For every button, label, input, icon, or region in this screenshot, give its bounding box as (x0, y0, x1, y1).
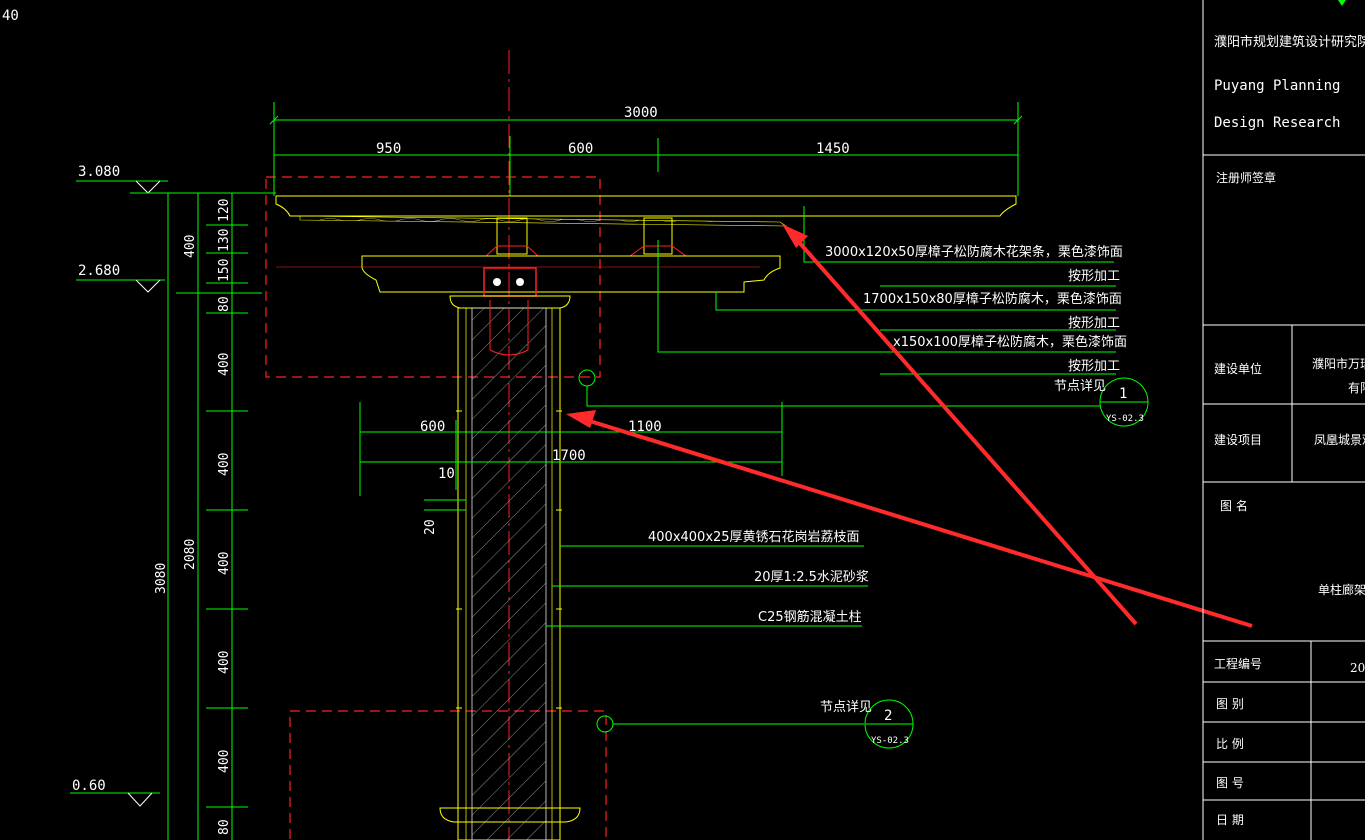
dim-1100: 1100 (628, 419, 662, 435)
tb-row-client-value-1: 濮阳市万瑞足 (1312, 356, 1365, 371)
tb-row-project-label: 建设项目 (1214, 433, 1262, 447)
tb-row-client-label: 建设单位 (1214, 361, 1262, 376)
note-3-line-1: x150x100厚樟子松防腐木，栗色漆饰面 (893, 334, 1127, 350)
tb-row-project-value: 凤凰城景观工 (1314, 433, 1365, 447)
mid-dimensions (359, 402, 783, 511)
vdim-overall: 3080 (154, 563, 169, 594)
top-timber-rafter (275, 195, 1017, 227)
column-capital (449, 295, 571, 309)
note-2-line-1: 1700x150x80厚樟子松防腐木，栗色漆饰面 (863, 291, 1122, 307)
detail-box-2 (289, 710, 607, 840)
column-note-leaders (546, 545, 868, 627)
company-name-cn: 濮阳市规划建筑设计研究院 (1214, 34, 1365, 50)
purlin-bracket-1 (485, 245, 539, 257)
dim-mid: 600 (568, 141, 593, 157)
vdim-seg-7: 400 (217, 552, 232, 575)
note-leaders (657, 206, 1116, 375)
detail-2-label: 节点详见 (820, 700, 872, 715)
note-1-line-1: 3000x120x50厚樟子松防腐木花架条，栗色漆饰面 (825, 244, 1123, 260)
vdim-seg-8: 400 (217, 651, 232, 674)
purlin-block-1 (496, 217, 528, 255)
bolt-2 (516, 278, 524, 286)
bolt-1 (493, 278, 501, 286)
elevation-marker-3 (70, 792, 160, 807)
detail-1-label: 节点详见 (1054, 379, 1106, 394)
detail-1-ref: YS-02.3 (1106, 414, 1144, 424)
detail-box-1 (265, 176, 601, 378)
note-3-line-2: 按形加工 (1068, 359, 1120, 374)
vdim-beam-zone: 400 (183, 235, 198, 258)
company-name-en-1: Puyang Planning (1214, 78, 1340, 94)
vdim-column: 2080 (183, 539, 198, 570)
column-note-1: 400x400x25厚黄锈石花岗岩荔枝面 (648, 529, 860, 545)
annotation-arrows (566, 224, 1253, 628)
dim-20: 20 (423, 519, 438, 535)
tb-row-project-no-value: 20 (1350, 661, 1365, 675)
company-name-en-2: Design Research (1214, 115, 1340, 131)
dim-left: 950 (376, 141, 401, 157)
timber-beam (361, 255, 781, 293)
detail-callout-2 (596, 699, 914, 749)
vdim-seg-10: 80 (217, 819, 232, 835)
dim-total: 3000 (624, 105, 658, 121)
tb-row-category-label: 图 别 (1216, 697, 1244, 711)
title-block (1202, 0, 1365, 840)
dim-600: 600 (420, 419, 445, 435)
elevation-label-1: 3.080 (78, 164, 120, 180)
tb-row-sheet-no-label: 图 号 (1216, 776, 1244, 790)
detail-callout-1 (578, 369, 1149, 427)
tb-row-date-label: 日 期 (1216, 813, 1244, 827)
concrete-column (439, 300, 581, 840)
seal-label: 注册师签章 (1216, 170, 1276, 185)
corner-label: 40 (2, 8, 19, 24)
detail-2-number: 2 (884, 708, 892, 724)
elevation-label-3: 0.60 (72, 778, 106, 794)
note-2-line-2: 按形加工 (1068, 316, 1120, 331)
detail-1-number: 1 (1119, 386, 1127, 402)
elevation-label-2: 2.680 (78, 263, 120, 279)
elevation-marker-1 (76, 180, 274, 194)
tb-row-scale-label: 比 例 (1216, 737, 1244, 751)
elevation-marker-2 (76, 279, 165, 293)
dim-1700: 1700 (552, 448, 586, 464)
column-note-3: C25钢筋混凝土柱 (758, 609, 862, 625)
dim-10: 10 (438, 466, 455, 482)
vdim-seg-5: 400 (217, 353, 232, 376)
dim-right: 1450 (816, 141, 850, 157)
tb-row-drawing-value: 单柱廊架 (1318, 582, 1365, 597)
vertical-dimensions (162, 192, 276, 840)
top-dimensions (269, 102, 1023, 196)
vdim-seg-9: 400 (217, 750, 232, 773)
vdim-seg-1: 120 (217, 199, 232, 222)
vdim-seg-6: 400 (217, 453, 232, 476)
column-note-2: 20厚1:2.5水泥砂浆 (754, 570, 869, 585)
vdim-seg-3: 150 (217, 259, 232, 282)
note-1-line-2: 按形加工 (1068, 269, 1120, 284)
tb-row-drawing-label: 图 名 (1220, 498, 1248, 513)
vdim-seg-2: 130 (217, 229, 232, 252)
tb-row-project-no-label: 工程编号 (1214, 656, 1262, 671)
vdim-seg-4: 80 (217, 296, 232, 312)
detail-2-ref: YS-02.3 (871, 736, 909, 746)
tb-row-client-value-2: 有限 (1348, 381, 1365, 395)
